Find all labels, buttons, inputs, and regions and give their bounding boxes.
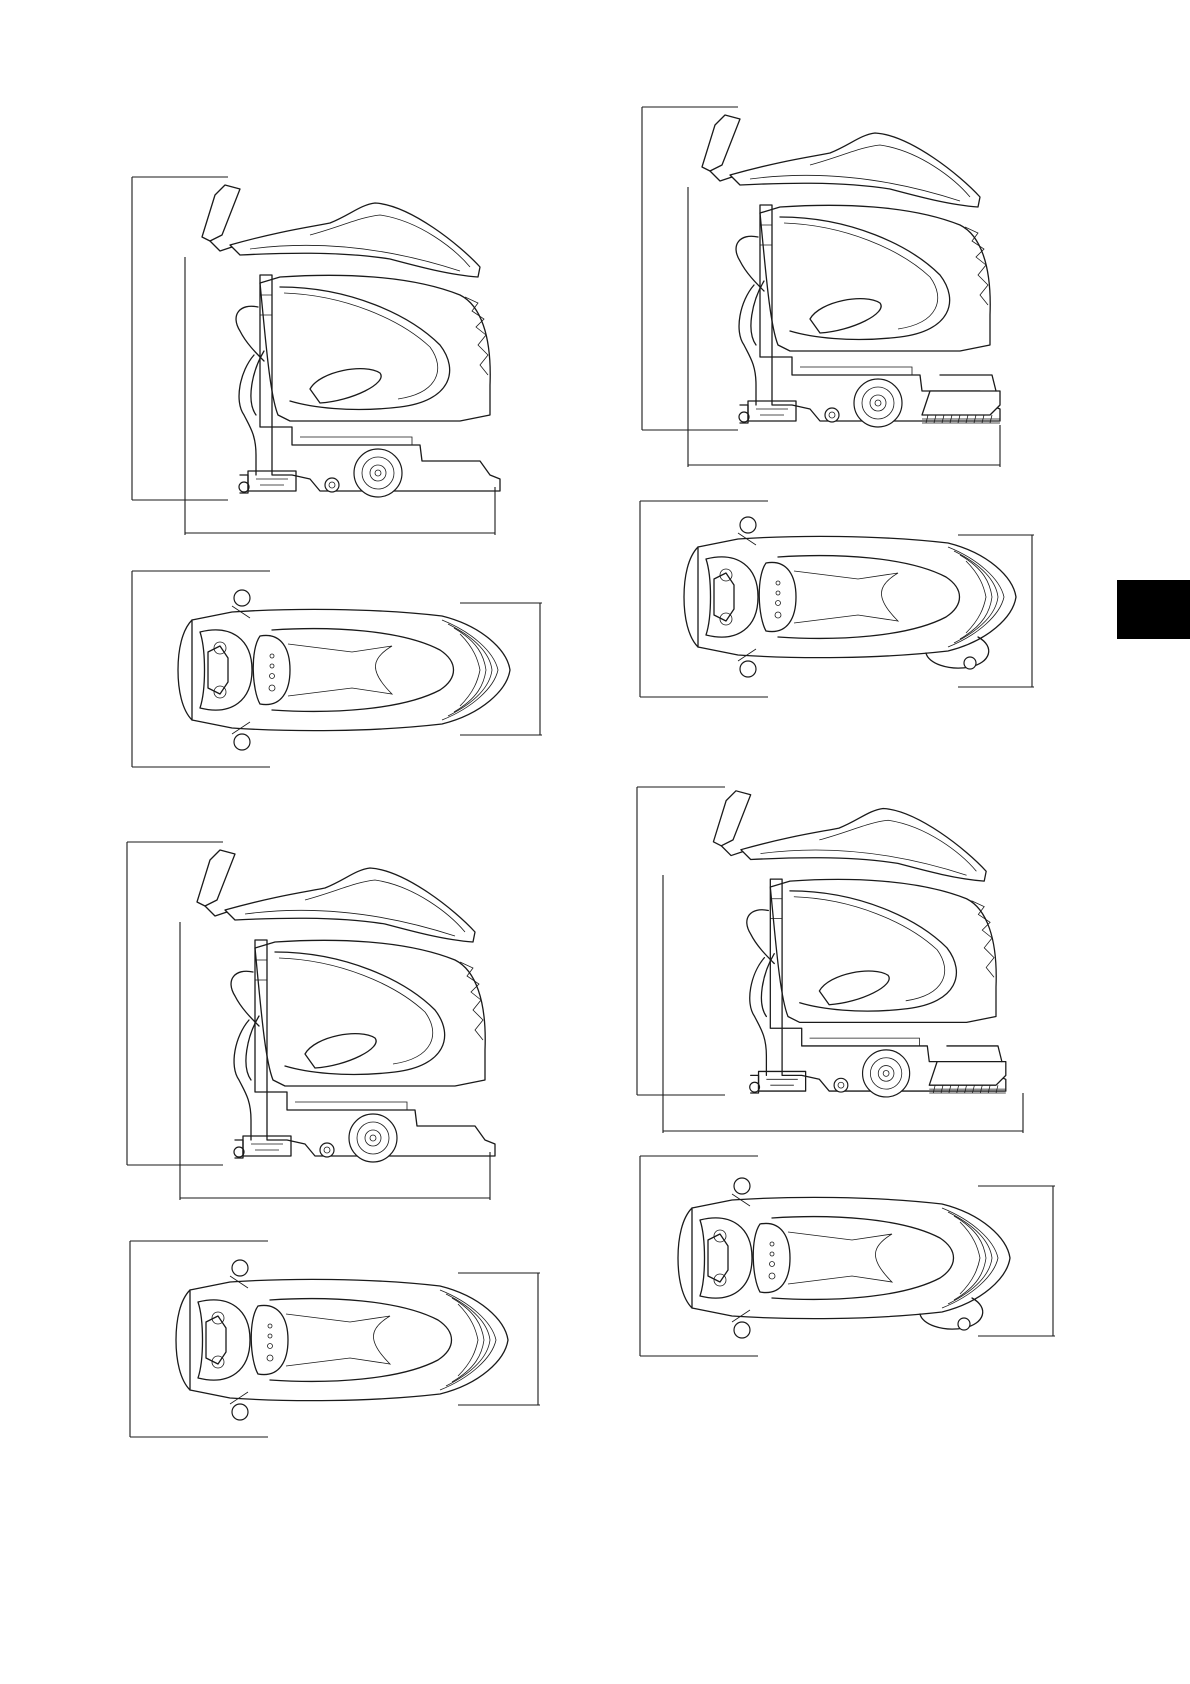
side-view-drawing-3	[630, 95, 1020, 480]
figure-top-view-3	[628, 495, 1058, 710]
top-view-drawing-3	[628, 495, 1058, 710]
figure-side-view-3	[630, 95, 1020, 480]
figure-side-view-4	[625, 775, 1045, 1150]
figure-side-view-1	[120, 165, 510, 545]
scrubber-top-outline-with-brush	[678, 1178, 1010, 1338]
section-tab-marker	[1117, 580, 1190, 639]
side-view-drawing-2	[115, 830, 505, 1210]
side-view-drawing-1	[120, 165, 510, 545]
figure-top-view-1	[120, 565, 550, 780]
top-view-drawing-1	[120, 565, 550, 780]
scrubber-top-outline	[178, 590, 510, 750]
scrubber-top-outline-with-brush	[684, 517, 1016, 677]
top-view-drawing-4	[628, 1150, 1068, 1365]
scrubber-side-outline	[202, 185, 500, 497]
scrubber-side-outline	[197, 850, 495, 1162]
figure-side-view-2	[115, 830, 505, 1210]
scrubber-side-outline-with-brush	[713, 791, 1005, 1097]
figure-top-view-4	[628, 1150, 1068, 1365]
scrubber-side-outline-with-brush	[702, 115, 1000, 427]
side-view-drawing-4	[625, 775, 1045, 1150]
figure-top-view-2	[118, 1235, 548, 1450]
top-view-drawing-2	[118, 1235, 548, 1450]
scrubber-top-outline	[176, 1260, 508, 1420]
